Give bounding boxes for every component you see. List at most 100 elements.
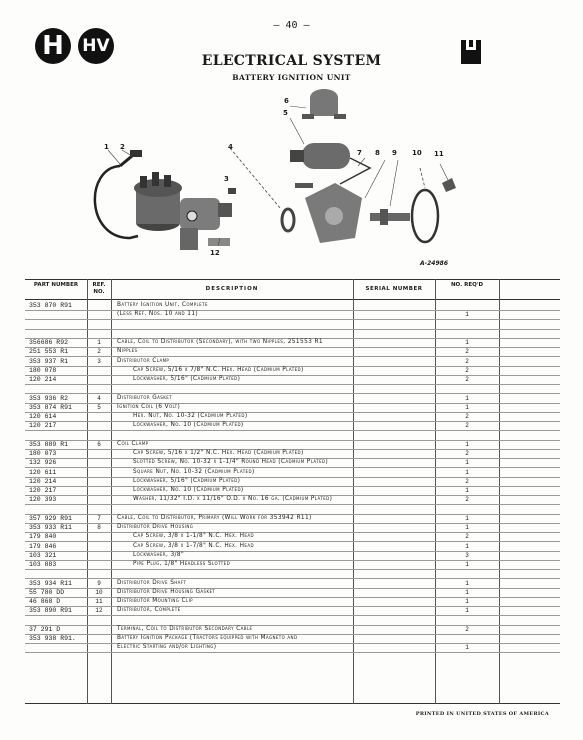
qty-cell: 1 xyxy=(465,403,469,411)
row-rule xyxy=(25,439,560,441)
part-number-cell: 55 780 DD xyxy=(29,588,65,596)
part-number-cell: 353 933 R11 xyxy=(29,524,72,531)
ref-no-cell: 7 xyxy=(97,514,101,522)
row-rule xyxy=(25,421,560,422)
part-number-cell: 120 611 xyxy=(29,468,57,476)
qty-cell: 1 xyxy=(465,542,469,550)
table-row: (Less Ref. Nos. 10 and 11)1 xyxy=(25,310,560,321)
callout-4: 4 xyxy=(228,143,233,151)
row-rule xyxy=(25,356,560,358)
header-serial-number: SERIAL NUMBER xyxy=(365,286,423,292)
callout-2: 2 xyxy=(120,143,125,151)
qty-cell: 2 xyxy=(465,376,469,383)
part-number-cell: 180 073 xyxy=(29,450,57,457)
callout-8: 8 xyxy=(375,149,380,157)
parts-table: PART NUMBER REF. NO. DESCRIPTION SERIAL … xyxy=(25,279,560,704)
description-cell: Distributor Drive Housing xyxy=(117,524,194,530)
table-row xyxy=(25,384,560,395)
row-rule xyxy=(25,347,560,348)
row-rule xyxy=(25,495,560,496)
description-cell: Distributor Mounting Clip xyxy=(117,598,193,604)
description-cell: Lockwasher, No. 10 (Cadmium Plated) xyxy=(133,487,244,493)
row-rule xyxy=(25,559,560,561)
ref-no-cell: 2 xyxy=(97,348,101,356)
part-number-cell: 353 937 R1 xyxy=(29,357,69,365)
row-rule xyxy=(25,587,560,589)
callout-7: 7 xyxy=(357,149,362,157)
row-rule xyxy=(25,652,560,654)
row-rule xyxy=(25,532,560,533)
qty-cell: 1 xyxy=(465,524,469,531)
row-rule xyxy=(25,615,560,617)
page-number: — 40 — xyxy=(273,20,310,31)
table-row: 353 938 R91. Battery Ignition Package (Tr… xyxy=(25,634,560,644)
description-cell: Lockwasher, 3/8" xyxy=(133,551,185,558)
qty-cell: 1 xyxy=(465,311,469,319)
callout-9: 9 xyxy=(392,149,397,157)
description-cell: Pipe Plug, 1/8" Headless Slotted xyxy=(133,561,231,567)
part-number-cell: 353 938 R91. xyxy=(29,635,76,642)
part-number-cell: 103 883 xyxy=(29,561,57,568)
description-cell: Battery Ignition Package (Tractors equip… xyxy=(117,635,298,641)
qty-cell: 2 xyxy=(465,366,469,374)
callout-11: 11 xyxy=(434,150,444,158)
row-rule xyxy=(25,402,560,404)
row-rule xyxy=(25,430,560,432)
header-part-number: PART NUMBER xyxy=(33,282,79,288)
qty-cell: 2 xyxy=(465,348,469,356)
ref-no-cell: 6 xyxy=(97,440,101,448)
ref-no-cell: 5 xyxy=(97,403,101,411)
qty-cell: 1 xyxy=(465,440,469,448)
row-rule xyxy=(25,328,560,330)
qty-cell: 1 xyxy=(465,514,469,522)
header-qty-required: NO. REQ'D xyxy=(450,282,484,288)
part-number-cell: 103 321 xyxy=(29,551,57,559)
row-rule xyxy=(25,550,560,552)
description-cell: Battery Ignition Unit, Complete xyxy=(117,302,208,308)
qty-cell: 1 xyxy=(465,487,469,494)
part-number-cell: 120 217 xyxy=(29,422,57,430)
page-subtitle: BATTERY IGNITION UNIT xyxy=(232,73,351,82)
description-cell: Square Nut, No. 10-32 (Cadmium Plated) xyxy=(133,468,255,475)
table-row xyxy=(25,431,560,441)
qty-cell: 2 xyxy=(465,450,469,457)
qty-cell: 1 xyxy=(465,579,469,587)
row-rule xyxy=(25,384,560,385)
part-number-cell: 46 868 D xyxy=(29,598,61,605)
description-cell: Nipples xyxy=(117,348,138,355)
description-cell: Washer, 11/32" I.D. x 11/16" O.D. x No. … xyxy=(133,496,333,503)
row-rule xyxy=(25,365,560,367)
callout-1: 1 xyxy=(104,143,109,151)
description-cell: Cap Screw, 5/16 x 1/2" N.C. Hex. Head (C… xyxy=(133,450,304,456)
part-number-cell: 120 214 xyxy=(29,477,57,485)
description-cell: Terminal, Coil to Distributor Secondary … xyxy=(117,625,253,632)
table-row xyxy=(25,320,560,330)
row-rule xyxy=(25,596,560,598)
table-row xyxy=(25,505,560,515)
ref-no-cell: 12 xyxy=(95,607,103,615)
callout-12: 12 xyxy=(210,249,220,257)
qty-cell: 2 xyxy=(465,496,469,504)
description-cell: Distributor, Complete xyxy=(117,607,181,614)
table-row: Electric Starting and/or Lighting)1 xyxy=(25,643,560,654)
row-rule xyxy=(25,337,560,339)
row-rule xyxy=(25,393,560,395)
ref-no-cell: 4 xyxy=(97,394,101,402)
row-rule xyxy=(25,633,560,635)
ref-no-cell: 9 xyxy=(97,579,101,587)
description-cell: Cap Screw, 5/16 x 7/8" N.C. Hex. Head (C… xyxy=(133,366,304,373)
part-number-cell: 353 874 R91 xyxy=(29,403,72,411)
description-cell: Distributor Drive Housing Gasket xyxy=(117,588,216,595)
description-cell: Lockwasher, 5/16" (Cadmium Plated) xyxy=(133,477,241,484)
